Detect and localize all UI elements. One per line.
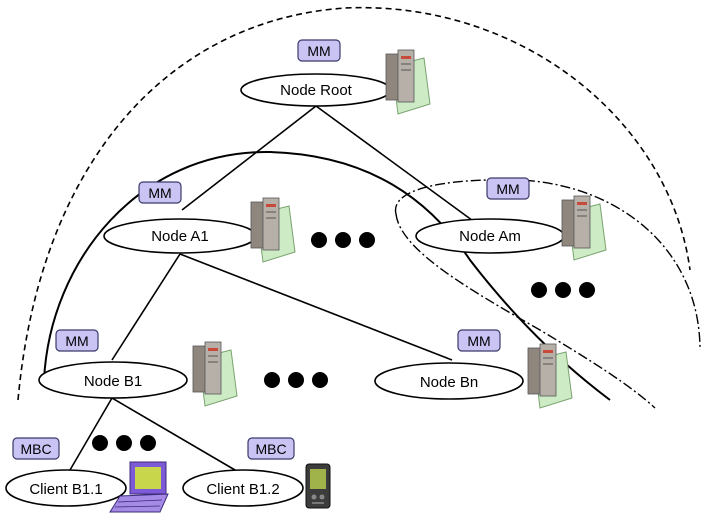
edge-a1-bn (179, 253, 453, 361)
client-b1-2-ellipse (182, 469, 304, 507)
ellipsis-dots-am (531, 282, 595, 298)
node-b1[interactable]: MM Node B1 (38, 329, 328, 407)
mbc-badge-client1 (12, 437, 60, 460)
dashdot-subtree-boundary (394, 179, 701, 409)
mm-badge-a1 (138, 181, 182, 204)
edge-root-am (315, 105, 481, 227)
server-icon (250, 197, 296, 263)
node-root[interactable]: MM Node Root (240, 39, 431, 115)
server-icon (385, 49, 431, 115)
mm-badge-a1-text: MM (148, 185, 171, 201)
client-b1-1-ellipse (5, 469, 127, 507)
mm-badge-am (486, 177, 530, 200)
server-icon (561, 195, 607, 261)
mm-badge-bn-text: MM (467, 333, 490, 349)
laptop-icon (109, 461, 169, 513)
client-b1-1-label: Client B1.1 (29, 481, 102, 498)
pda-icon (305, 463, 331, 509)
ellipsis-dots-b (264, 372, 328, 388)
mm-badge-b1 (55, 329, 99, 352)
node-bn-ellipse (374, 362, 524, 400)
mbc-badge-client1-text: MBC (20, 441, 51, 457)
server-icon (192, 341, 238, 407)
tree-edges (69, 105, 481, 471)
mm-badge-bn (457, 329, 501, 352)
node-b1-label: Node B1 (84, 373, 142, 390)
mm-badge-root (297, 39, 341, 62)
mbc-badge-client2-text: MBC (255, 441, 286, 457)
ellipsis-dots-a (311, 232, 375, 248)
solid-subtree-boundary (43, 150, 611, 401)
node-b1-ellipse (38, 361, 188, 399)
mm-badge-am-text: MM (496, 181, 519, 197)
node-bn[interactable]: MM Node Bn (374, 329, 573, 409)
node-am[interactable]: MM Node Am (415, 177, 607, 298)
mm-badge-root-text: MM (307, 43, 330, 59)
client-b1-2-label: Client B1.2 (206, 481, 279, 498)
node-am-label: Node Am (459, 228, 521, 245)
node-a1[interactable]: MM Node A1 (103, 181, 375, 263)
mbc-badge-client2 (247, 437, 295, 460)
server-icon (527, 343, 573, 409)
edge-a1-b1 (111, 253, 181, 361)
client-b1-2[interactable]: MBC Client B1.2 (182, 437, 331, 509)
outer-dashed-boundary (17, 6, 691, 401)
mm-badge-b1-text: MM (65, 333, 88, 349)
edge-b1-client2 (111, 397, 236, 471)
ellipsis-dots-clients (92, 435, 156, 451)
node-bn-label: Node Bn (420, 374, 478, 391)
node-a1-label: Node A1 (151, 228, 209, 245)
client-b1-1[interactable]: MBC Client B1.1 (5, 437, 169, 513)
edge-b1-client1 (69, 397, 113, 471)
edge-root-a1 (181, 105, 317, 211)
node-root-label: Node Root (280, 82, 353, 99)
